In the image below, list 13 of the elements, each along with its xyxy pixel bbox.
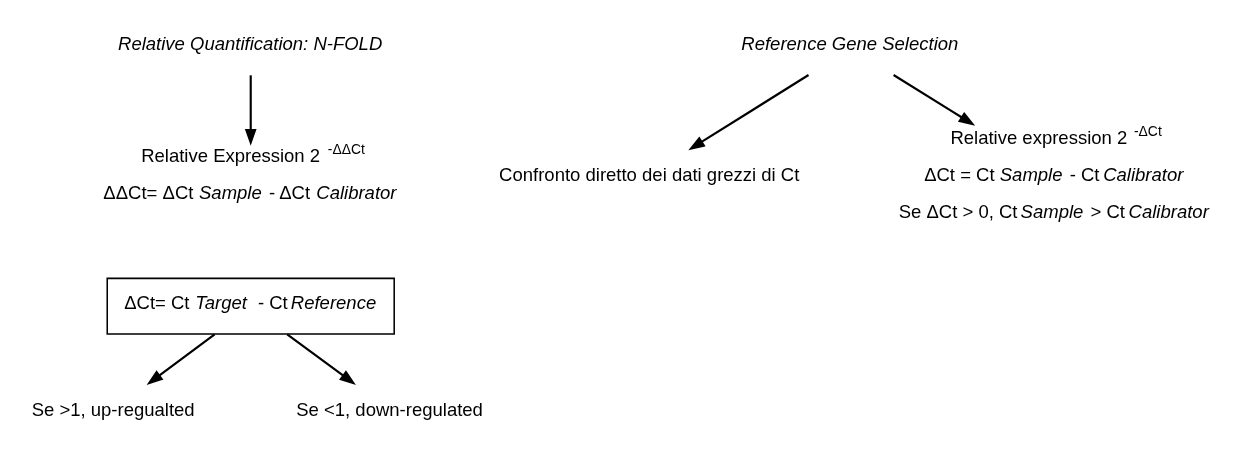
node-text: Relative expression 2 $^{-ΔCt}$ ΔCt = Ct Sample - Ct Calibrator Se ΔCt > 0, Ct Sample > Ct Calibrator	[898, 122, 1209, 222]
arrow	[688, 73, 810, 150]
arrow	[893, 73, 976, 126]
node-text: Reference Gene Selection	[741, 32, 959, 54]
node-text: Relative Expression 2 $^{-ΔΔCt}$ ΔΔCt= ΔCt Sample - ΔCt Calibrator	[103, 140, 397, 203]
arrow	[244, 74, 257, 146]
arrow	[286, 333, 356, 385]
node-box: ΔCt= Ct Target - Ct Reference	[106, 277, 395, 335]
node-text: Confronto diretto dei dati grezzi di Ct	[499, 163, 800, 185]
node-text: Relative Quantification: N-FOLD	[118, 32, 383, 54]
arrow	[146, 333, 216, 385]
node-text: Se >1, up-regualted	[31, 398, 195, 420]
node-text: Se <1, down-regulated	[296, 398, 483, 420]
